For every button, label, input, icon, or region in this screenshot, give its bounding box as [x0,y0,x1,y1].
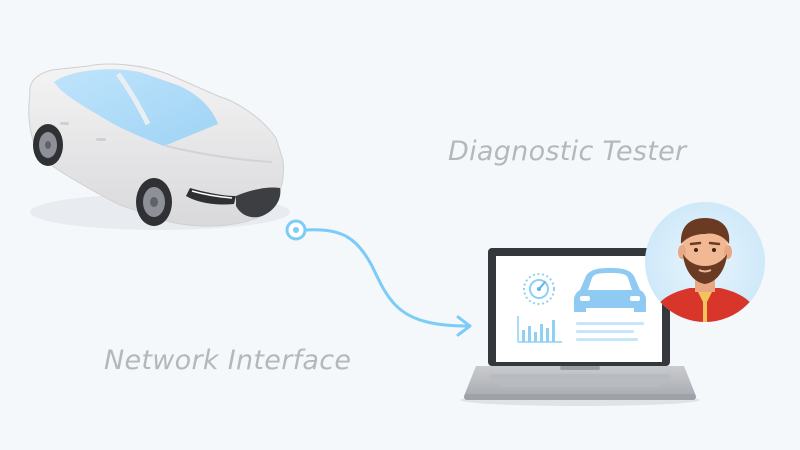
laptop-screen-content [517,268,646,343]
network-interface-label: Network Interface [104,345,352,376]
person-avatar-icon [645,202,765,322]
connector-node-icon [285,219,307,241]
car-front-icon [574,268,646,312]
car-icon [28,63,290,230]
gauge-icon [523,273,555,305]
diagnostic-tester-label: Diagnostic Tester [448,136,687,167]
arrow-right-icon [456,315,472,337]
bar-chart-icon [517,316,562,343]
connection-line [285,219,472,337]
